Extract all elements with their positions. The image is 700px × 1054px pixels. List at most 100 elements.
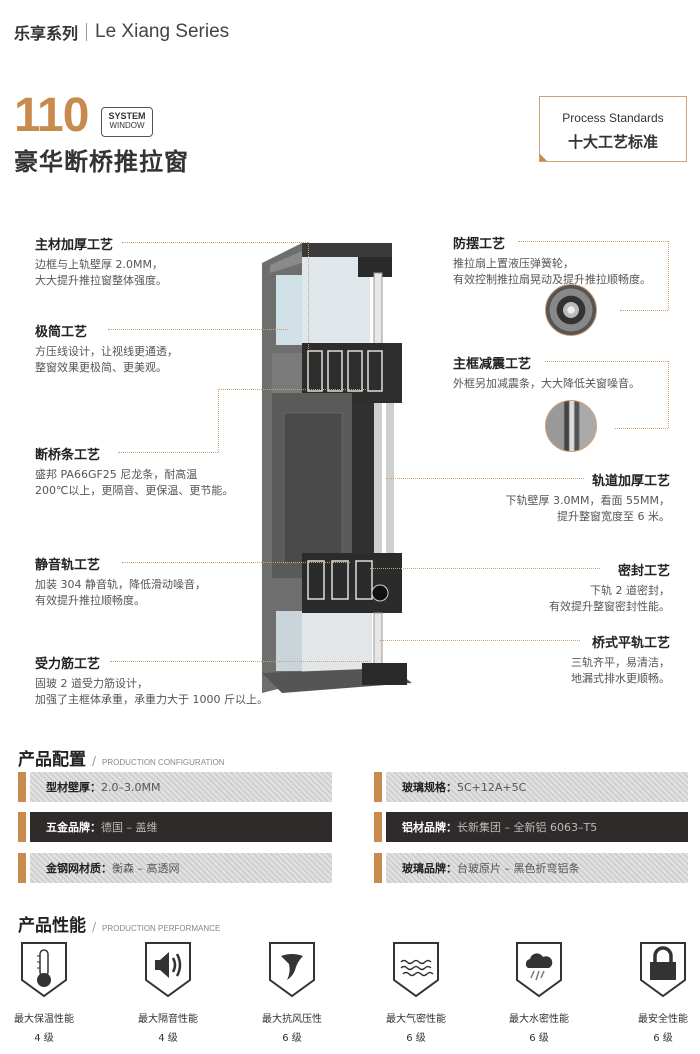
feature-desc: 外框另加减震条，大大降低关窗噪音。 xyxy=(453,377,640,390)
performance-item: 最大水密性能 6 级 xyxy=(489,940,589,1044)
config-row: 金钢网材质：衡森 – 高透网 xyxy=(18,853,332,883)
config-row: 玻璃品牌：台玻原片 – 黑色折弯铝条 xyxy=(374,853,688,883)
process-standards-cn: 十大工艺标准 xyxy=(567,133,658,151)
feature-bridge-flat-rail: 桥式平轨工艺 三轨齐平，易清洁， 地漏式排水更顺畅。 xyxy=(571,632,670,687)
leader-line xyxy=(668,361,669,428)
feature-desc: 加装 304 静音轨，降低滑动噪音， 有效提升推拉顺畅度。 xyxy=(35,578,206,607)
feature-desc: 方压线设计，让视线更通透， 整窗效果更极简、更美观。 xyxy=(35,345,178,374)
config-value: 长新集团 – 全新铝 6063–T5 xyxy=(457,821,598,834)
performance-level: 4 级 xyxy=(34,1033,54,1044)
performance-label: 最大隔音性能 xyxy=(138,1014,198,1025)
config-label: 型材壁厚： xyxy=(46,781,101,794)
anti-sway-detail-image xyxy=(545,284,597,336)
padlock-icon xyxy=(640,942,686,998)
performance-heading: 产品性能 / PRODUCTION PERFORMANCE xyxy=(18,911,220,936)
config-label: 玻璃品牌： xyxy=(402,862,457,875)
window-cross-section-image xyxy=(262,243,412,693)
feature-title: 断桥条工艺 xyxy=(35,448,101,463)
configuration-title-en: PRODUCTION CONFIGURATION xyxy=(102,758,225,767)
product-title: 豪华断桥推拉窗 xyxy=(14,148,189,176)
feature-title: 桥式平轨工艺 xyxy=(591,636,670,651)
speaker-icon xyxy=(145,942,191,998)
feature-title: 防摆工艺 xyxy=(453,237,506,252)
air-waves-icon xyxy=(393,942,439,998)
configuration-heading: 产品配置 / PRODUCTION CONFIGURATION xyxy=(18,745,225,770)
corner-accent xyxy=(540,154,547,161)
accent-tab xyxy=(18,853,26,883)
feature-desc: 盛邦 PA66GF25 尼龙条，耐高温 200℃以上，更隔音、更保温、更节能。 xyxy=(35,468,234,497)
feature-desc: 边框与上轨壁厚 2.0MM， 大大提升推拉窗整体强度。 xyxy=(35,258,167,287)
process-standards-box: Process Standards 十大工艺标准 xyxy=(539,96,687,162)
config-value: 衡森 – 高透网 xyxy=(112,862,180,875)
leader-line xyxy=(668,241,669,310)
feature-desc: 下轨 2 道密封， 有效提升整窗密封性能。 xyxy=(549,584,670,613)
feature-main-material-thickening: 主材加厚工艺 边框与上轨壁厚 2.0MM， 大大提升推拉窗整体强度。 xyxy=(35,234,167,289)
slash: / xyxy=(92,754,97,768)
feature-minimalist: 极简工艺 方压线设计，让视线更通透， 整窗效果更极简、更美观。 xyxy=(35,321,178,376)
process-standards-en: Process Standards xyxy=(562,111,664,125)
damping-detail-image xyxy=(545,400,597,452)
feature-silent-rail: 静音轨工艺 加装 304 静音轨，降低滑动噪音， 有效提升推拉顺畅度。 xyxy=(35,554,206,609)
slash: / xyxy=(92,920,97,934)
feature-thermal-break: 断桥条工艺 盛邦 PA66GF25 尼龙条，耐高温 200℃以上，更隔音、更保温… xyxy=(35,444,233,499)
leader-line xyxy=(386,478,584,479)
leader-line xyxy=(110,661,370,662)
performance-title-cn: 产品性能 xyxy=(18,916,86,936)
badge-line1: SYSTEM xyxy=(108,111,146,121)
config-row: 五金品牌：德国 – 盖维 xyxy=(18,812,332,842)
feature-desc: 固玻 2 道受力筋设计， 加强了主框体承重，承重力大于 1000 斤以上。 xyxy=(35,677,268,706)
performance-label: 最大水密性能 xyxy=(509,1014,569,1025)
leader-line xyxy=(218,389,219,452)
accent-tab xyxy=(374,853,382,883)
config-value: 5C+12A+5C xyxy=(457,780,527,794)
performance-item: 最大气密性能 6 级 xyxy=(366,940,466,1044)
performance-label: 最大气密性能 xyxy=(386,1014,446,1025)
config-row: 铝材品牌：长新集团 – 全新铝 6063–T5 xyxy=(374,812,688,842)
leader-line xyxy=(518,241,668,242)
feature-title: 受力筋工艺 xyxy=(35,657,101,672)
feature-anti-sway: 防摆工艺 推拉扇上置液压弹簧轮， 有效控制推拉扇晃动及提升推拉顺畅度。 xyxy=(453,233,651,288)
performance-item: 最大抗风压性 6 级 xyxy=(242,940,342,1044)
config-value: 2.0–3.0MM xyxy=(101,780,161,794)
feature-title: 静音轨工艺 xyxy=(35,558,101,573)
performance-item: 最安全性能 6 级 xyxy=(613,940,700,1044)
configuration-title-cn: 产品配置 xyxy=(18,750,86,770)
config-row: 型材壁厚：2.0–3.0MM xyxy=(18,772,332,802)
series-name-cn: 乐享系列 xyxy=(14,24,79,43)
leader-line xyxy=(380,640,580,641)
performance-level: 6 级 xyxy=(406,1033,426,1044)
rain-cloud-icon xyxy=(516,942,562,998)
performance-item: 最大保温性能 4 级 xyxy=(0,940,94,1044)
leader-line xyxy=(370,568,600,569)
performance-level: 6 级 xyxy=(282,1033,302,1044)
feature-desc: 下轨壁厚 3.0MM，看面 55MM， 提升整窗宽度至 6 米。 xyxy=(505,494,670,523)
config-value: 台玻原片 – 黑色折弯铝条 xyxy=(457,862,580,875)
config-label: 铝材品牌： xyxy=(402,821,457,834)
feature-title: 轨道加厚工艺 xyxy=(591,474,670,489)
performance-title-en: PRODUCTION PERFORMANCE xyxy=(102,924,221,933)
feature-title: 极简工艺 xyxy=(35,325,88,340)
accent-tab xyxy=(18,812,26,842)
leader-line xyxy=(122,562,350,563)
leader-line xyxy=(615,428,668,429)
performance-level: 6 级 xyxy=(653,1033,673,1044)
accent-tab xyxy=(374,772,382,802)
series-name-en: Le Xiang Series xyxy=(95,21,230,42)
feature-title: 密封工艺 xyxy=(617,564,670,579)
config-label: 玻璃规格： xyxy=(402,781,457,794)
thermometer-icon xyxy=(21,942,67,998)
performance-label: 最大保温性能 xyxy=(14,1014,74,1025)
config-row: 玻璃规格：5C+12A+5C xyxy=(374,772,688,802)
divider xyxy=(86,23,88,41)
config-value: 德国 – 盖维 xyxy=(101,821,158,834)
series-header: 乐享系列 Le Xiang Series xyxy=(14,20,229,44)
performance-item: 最大隔音性能 4 级 xyxy=(118,940,218,1044)
system-window-badge: SYSTEM WINDOW xyxy=(101,107,153,137)
performance-label: 最安全性能 xyxy=(638,1014,688,1025)
feature-sealing: 密封工艺 下轨 2 道密封， 有效提升整窗密封性能。 xyxy=(549,560,670,615)
leader-line xyxy=(122,242,308,243)
leader-line xyxy=(218,389,368,390)
leader-line xyxy=(118,452,218,453)
feature-reinforcement-ribs: 受力筋工艺 固玻 2 道受力筋设计， 加强了主框体承重，承重力大于 1000 斤… xyxy=(35,653,268,708)
feature-title: 主材加厚工艺 xyxy=(35,238,114,253)
